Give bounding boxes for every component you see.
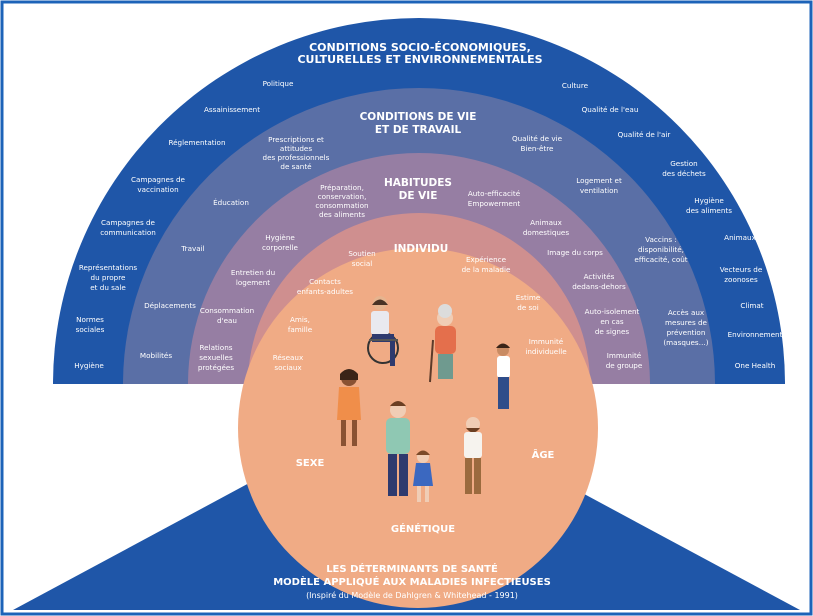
core-sexe: SEXE (296, 458, 325, 469)
person-woman-waving (337, 369, 361, 446)
core-age: ÂGE (532, 448, 555, 461)
person-wheelchair-man (367, 296, 399, 366)
outer-title-2: CULTURELLES ET ENVIRONNEMENTALES (297, 53, 542, 66)
label-politique: Politique (263, 79, 294, 88)
vie-travail-title-1: CONDITIONS DE VIE (360, 111, 477, 123)
label-climat: Climat (740, 301, 763, 310)
footer-credit: (Inspiré du Modèle de Dahlgren & Whitehe… (306, 590, 518, 600)
label-deplacements: Déplacements (144, 301, 196, 310)
core-genetique: GÉNÉTIQUE (391, 522, 455, 535)
individu-title: INDIVIDU (394, 243, 449, 255)
label-one-health: One Health (735, 361, 776, 370)
label-environnement: Environnement (728, 330, 783, 339)
label-vaccins: Vaccins :disponibilité,efficacité, coût (634, 235, 687, 264)
outer-title-1: CONDITIONS SOCIO-ÉCONOMIQUES, (309, 41, 531, 54)
label-animaux: Animaux (724, 233, 756, 242)
habitudes-title-2: DE VIE (399, 190, 438, 202)
person-grandmother (429, 304, 456, 383)
label-amis-famille: Amis,famille (288, 315, 313, 334)
label-assainissement: Assainissement (204, 105, 260, 114)
label-qualite-eau: Qualité de l'eau (582, 105, 639, 114)
label-education: Éducation (213, 198, 249, 207)
label-travail: Travail (180, 244, 204, 253)
footer-title-1: LES DÉTERMINANTS DE SANTÉ (326, 562, 498, 575)
label-culture: Culture (562, 81, 589, 90)
label-mobilites: Mobilités (140, 351, 172, 360)
label-qualite-air: Qualité de l'air (618, 130, 671, 139)
person-bearded-man (464, 417, 482, 494)
person-child (413, 450, 433, 502)
person-man-holding-child (386, 401, 410, 496)
label-image-corps: Image du corps (547, 248, 603, 257)
person-woman-baby (496, 343, 510, 409)
core-circle (238, 248, 598, 608)
label-reglementation: Réglementation (168, 138, 225, 147)
footer-title-2: MODÈLE APPLIQUÉ AUX MALADIES INFECTIEUSE… (273, 575, 551, 588)
habitudes-title-1: HABITUDES (384, 177, 452, 189)
vie-travail-title-2: ET DE TRAVAIL (375, 124, 462, 136)
label-hygiene: Hygiène (74, 361, 104, 370)
